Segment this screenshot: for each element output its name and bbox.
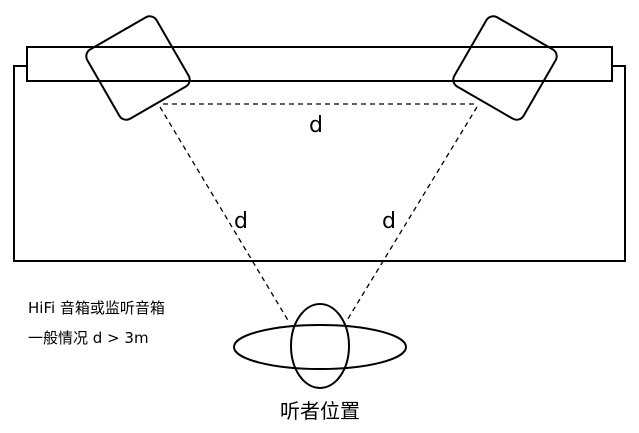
room-outline <box>13 65 626 262</box>
listener-head <box>290 303 350 389</box>
distance-line-right <box>345 106 478 323</box>
note-line-2: 一般情况 d > 3m <box>28 329 149 347</box>
right-speaker <box>452 15 558 121</box>
left-speaker <box>85 15 191 121</box>
listener-label: 听者位置 <box>280 399 360 423</box>
distance-label-right: d <box>382 209 396 234</box>
distance-line-left <box>159 106 290 323</box>
distance-label-left: d <box>234 209 248 234</box>
front-wall-bar <box>26 46 613 82</box>
distance-label-top: d <box>309 113 323 138</box>
listener-shoulders <box>233 324 407 370</box>
note-line-1: HiFi 音箱或监听音箱 <box>28 299 165 317</box>
